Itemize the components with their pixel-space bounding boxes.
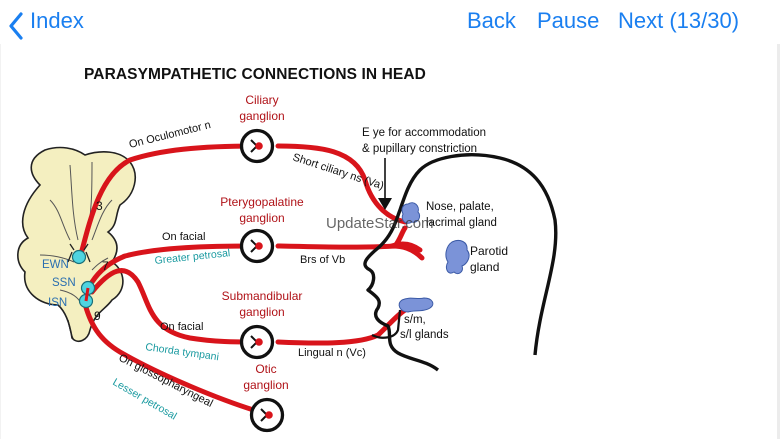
submandibular-label-1: Submandibular (222, 289, 303, 303)
ssn-label: SSN (52, 277, 76, 289)
index-label: Index (30, 8, 84, 33)
index-button[interactable]: Index (8, 6, 84, 40)
short-ciliary-label: Short ciliary ns (Va) (291, 151, 385, 192)
nose-label-1: Nose, palate, (426, 201, 494, 213)
svg-text:E ye for accommodation& pupill: E ye for accommodation & pupillary constr… (362, 127, 486, 155)
on-facial-label-2: On facial (160, 321, 203, 333)
head-outline (363, 153, 558, 372)
ciliary-label-1: Ciliary (245, 93, 278, 107)
next-button[interactable]: Next (13/30) (618, 8, 740, 33)
ewn-label: EWN (42, 259, 69, 271)
navigation-bar: Index Back Pause Next (13/30) (0, 0, 780, 44)
nerve-fibres (77, 143, 425, 415)
eye-label-1: E ye for accommodation (362, 127, 486, 139)
submandibular-label-2: ganglion (239, 305, 284, 319)
nose-label-2: lacrimal gland (426, 217, 497, 229)
isn-label: ISN (48, 297, 67, 309)
brs-vb-label: Brs of Vb (300, 254, 345, 266)
watermark-text: UpdateStar.com (326, 215, 434, 232)
sm-label-2: s/l glands (400, 329, 449, 341)
submandibular-gland (398, 297, 434, 313)
pause-button[interactable]: Pause (537, 8, 600, 33)
cn3-label: 3 (96, 199, 103, 213)
sm-label-1: s/m, (404, 314, 426, 326)
cn9-label: 9 (94, 309, 101, 323)
parotid-label-2: gland (470, 260, 499, 274)
diagram-title: PARASYMPATHETIC CONNECTIONS IN HEAD (84, 66, 426, 83)
ciliary-label-2: ganglion (239, 109, 284, 123)
cn7-label: 7 (102, 259, 109, 273)
lacrimal-gland (401, 202, 421, 224)
svg-text:s/m,s/l glands: s/m, s/l glands (400, 314, 449, 341)
back-button[interactable]: Back (467, 8, 516, 33)
submandibular-ganglion (239, 324, 275, 360)
nuclei (67, 243, 96, 309)
pterygopalatine-ganglion (239, 228, 275, 264)
otic-label-2: ganglion (243, 378, 288, 392)
svg-text:Nose, palate,lacrimal gland: Nose, palate, lacrimal gland (426, 201, 497, 229)
slide-frame (0, 44, 780, 439)
otic-label-1: Otic (255, 362, 276, 376)
pterygopalatine-label-1: Pterygopalatine (220, 195, 304, 209)
chevron-left-icon (9, 12, 23, 40)
chorda-tympani-label: Chorda tympani (145, 341, 220, 363)
pterygopalatine-label-2: ganglion (239, 211, 284, 225)
eye-label-2: & pupillary constriction (362, 143, 477, 155)
on-facial-label-1: On facial (162, 231, 205, 243)
ciliary-ganglion (239, 128, 275, 164)
otic-ganglion (249, 397, 285, 433)
brainstem-illustration (17, 146, 136, 342)
ewn-nucleus (67, 243, 91, 265)
parotid-gland (445, 239, 470, 275)
parotid-label-1: Parotid (470, 244, 508, 258)
lingual-label: Lingual n (Vc) (298, 347, 366, 359)
